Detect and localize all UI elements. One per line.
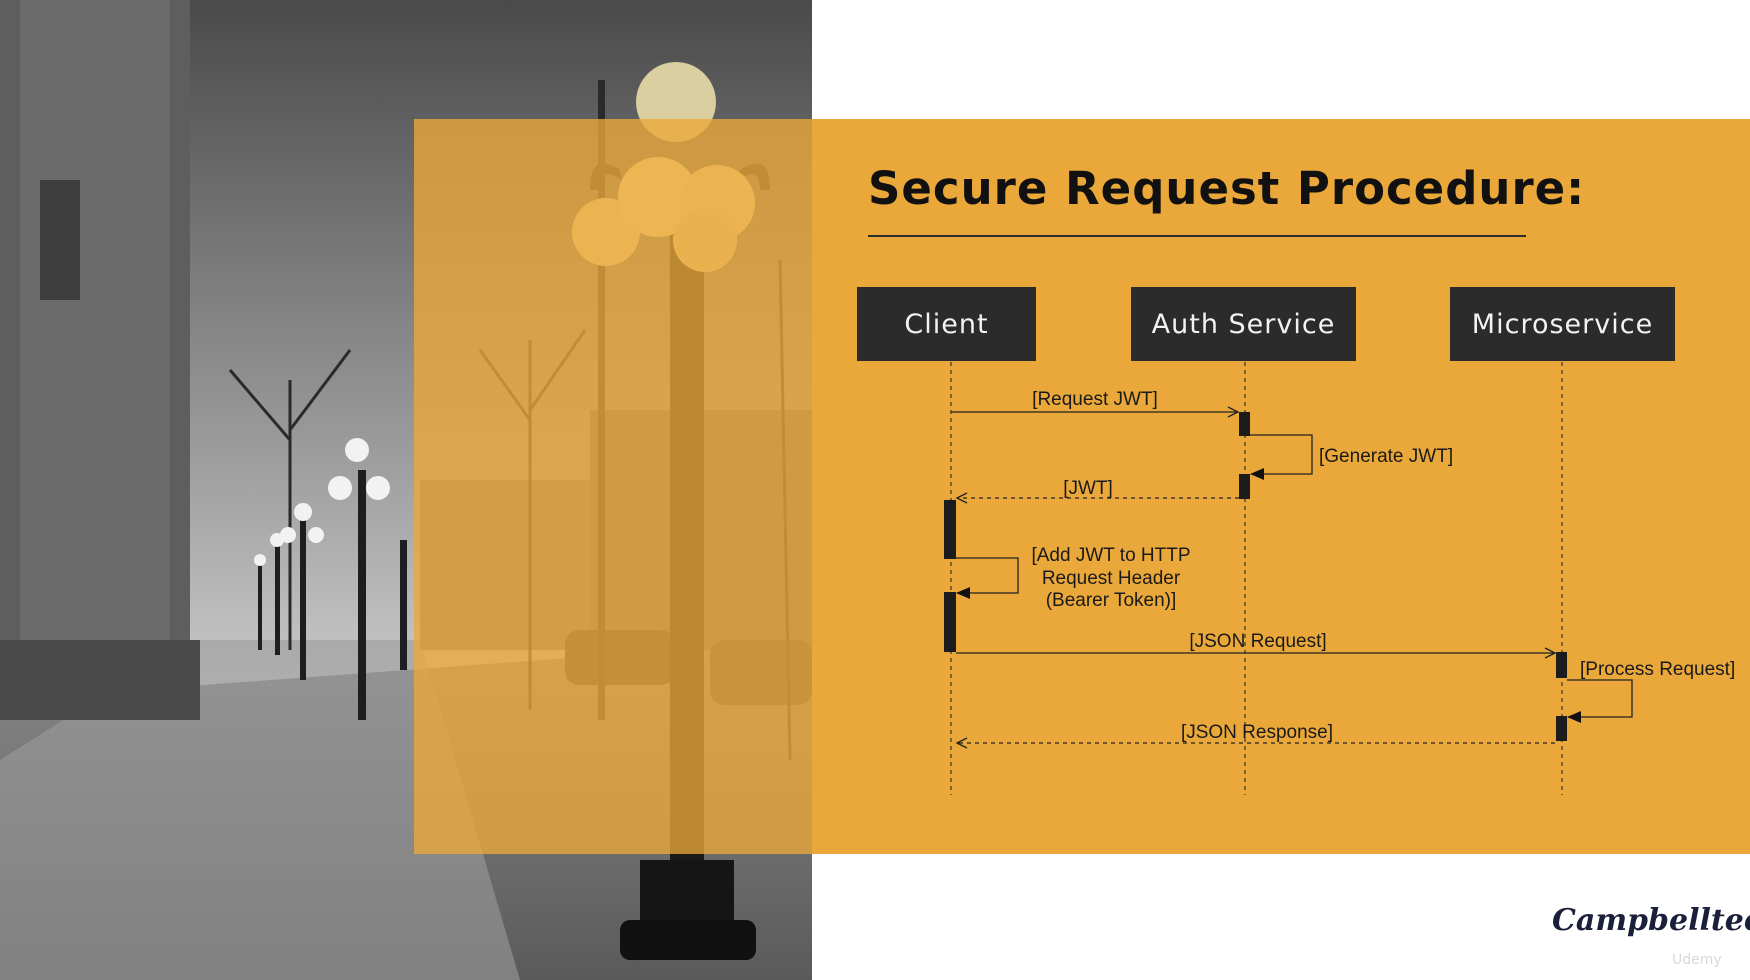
actor-client: Client <box>857 287 1036 361</box>
activation-client-1 <box>944 500 956 559</box>
udemy-watermark: Udemy <box>1672 952 1722 968</box>
activation-micro-2 <box>1556 716 1567 741</box>
msg-add-jwt-line1: [Add JWT to HTTP <box>1031 545 1190 566</box>
msg-add-jwt-line3: (Bearer Token)] <box>1046 590 1177 611</box>
actor-microservice-label: Microservice <box>1471 308 1654 340</box>
msg-json-request: [JSON Request] <box>1189 631 1326 652</box>
arrow-process-request <box>1567 679 1633 723</box>
content-panel <box>812 119 1750 854</box>
actor-auth-service: Auth Service <box>1131 287 1356 361</box>
activation-auth-2 <box>1239 474 1250 499</box>
activation-client-2 <box>944 592 956 652</box>
arrow-generate-jwt <box>1250 434 1313 480</box>
msg-jwt: [JWT] <box>1063 478 1113 499</box>
activation-micro-1 <box>1556 652 1567 678</box>
slide-title: Secure Request Procedure: <box>868 162 1586 215</box>
actor-microservice: Microservice <box>1450 287 1675 361</box>
arrow-add-jwt <box>956 557 1019 599</box>
activation-auth-1 <box>1239 412 1250 436</box>
actor-client-label: Client <box>904 308 989 340</box>
campbelltech-logo: Campbelltech <box>1552 903 1750 938</box>
msg-request-jwt: [Request JWT] <box>1032 389 1158 410</box>
actor-auth-service-label: Auth Service <box>1151 308 1336 340</box>
title-underline <box>868 235 1526 237</box>
orange-photo-tint <box>414 119 812 854</box>
msg-json-response: [JSON Response] <box>1181 722 1333 743</box>
msg-process-request: [Process Request] <box>1580 659 1735 680</box>
msg-add-jwt-line2: Request Header <box>1042 568 1181 589</box>
msg-generate-jwt: [Generate JWT] <box>1319 446 1453 467</box>
